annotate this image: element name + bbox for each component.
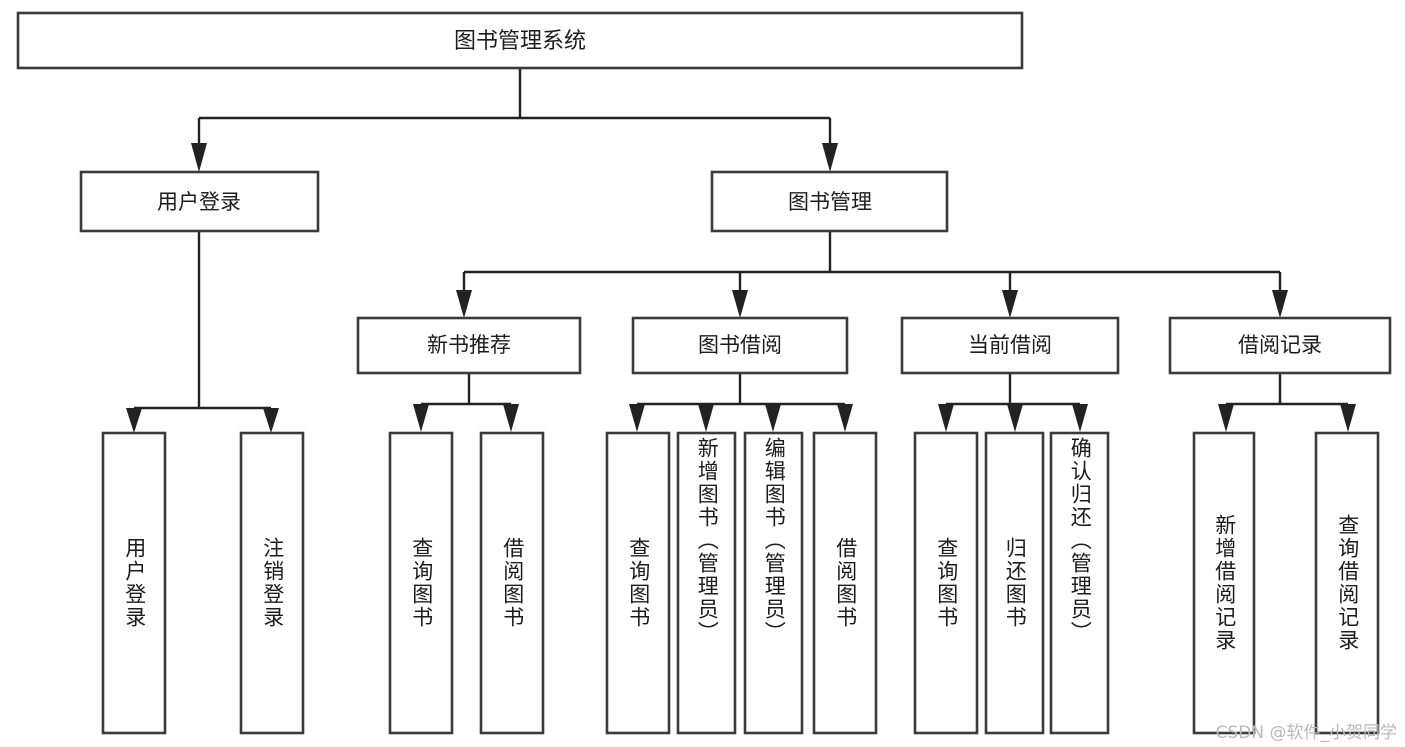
leaf-box-cb-query-book[interactable] <box>913 431 979 735</box>
leaf-boxes-group <box>101 431 1380 735</box>
node-book-borrow-box[interactable] <box>631 316 849 375</box>
node-book-borrow-label: 图书借阅 <box>698 333 782 357</box>
arrow-head-cb-leaf-1 <box>938 404 954 432</box>
node-borrow-record[interactable]: 借阅记录 <box>1168 316 1392 375</box>
arrow-head-bb-leaf-3 <box>765 404 781 432</box>
leaf-box-bb-add-book-admin[interactable] <box>676 431 737 735</box>
node-book-management-box[interactable] <box>710 170 949 233</box>
arrow-head-br-leaf-1 <box>1218 404 1234 432</box>
leaf-box-br-add-record[interactable] <box>1192 431 1256 735</box>
arrow-head-borrow-record <box>1272 290 1288 318</box>
edge-group-book-borrow <box>629 373 853 432</box>
leaf-box-br-query-record[interactable] <box>1314 431 1380 735</box>
arrow-head-new-book <box>456 290 472 318</box>
leaf-box-user-login[interactable] <box>101 431 167 735</box>
edge-group-user-login <box>126 231 279 433</box>
arrow-head-cb-leaf-3 <box>1072 404 1088 432</box>
node-new-book-recommend[interactable]: 新书推荐 <box>356 316 582 375</box>
arrow-head-book-mgmt <box>822 143 838 172</box>
edge-group-borrow-record <box>1218 373 1356 432</box>
node-root-book-management-system[interactable]: 图书管理系统 <box>16 11 1024 70</box>
edge-group-book-mgmt <box>456 231 1288 318</box>
arrow-head-bb-leaf-4 <box>837 404 853 432</box>
arrow-head-bb-leaf-1 <box>629 404 645 432</box>
node-user-login-label: 用户登录 <box>157 190 241 214</box>
node-user-login[interactable]: 用户登录 <box>79 170 320 233</box>
node-new-book-recommend-label: 新书推荐 <box>427 333 511 357</box>
arrow-head-book-borrow <box>732 290 748 318</box>
edge-group-root <box>191 68 838 172</box>
arrow-head-leaf-user-login <box>126 408 142 433</box>
leaf-box-bb-borrow-book[interactable] <box>812 431 878 735</box>
edge-group-current-borrow <box>938 373 1088 432</box>
node-book-management-label: 图书管理 <box>788 190 872 214</box>
arrow-head-leaf-logout <box>263 408 279 433</box>
node-borrow-record-label: 借阅记录 <box>1238 333 1322 357</box>
watermark-text: CSDN @软件_小贺同学 <box>1215 723 1397 743</box>
leaf-box-cb-return-book[interactable] <box>984 431 1045 735</box>
node-current-borrow-box[interactable] <box>900 316 1120 375</box>
arrow-head-nb-leaf-2 <box>503 404 519 432</box>
arrow-head-br-leaf-2 <box>1340 404 1356 432</box>
node-current-borrow-label: 当前借阅 <box>968 333 1052 357</box>
leaf-box-bb-edit-book-admin[interactable] <box>743 431 804 735</box>
arrow-head-nb-leaf-1 <box>413 404 429 432</box>
node-current-borrow[interactable]: 当前借阅 <box>900 316 1120 375</box>
leaf-box-nb-query-book[interactable] <box>388 431 454 735</box>
node-borrow-record-box[interactable] <box>1168 316 1392 375</box>
node-new-book-recommend-box[interactable] <box>356 316 582 375</box>
node-book-borrow[interactable]: 图书借阅 <box>631 316 849 375</box>
node-book-management[interactable]: 图书管理 <box>710 170 949 233</box>
arrow-head-bb-leaf-2 <box>698 404 714 432</box>
edge-group-new-book <box>413 373 519 432</box>
node-root-label: 图书管理系统 <box>454 29 586 54</box>
leaf-box-bb-query-book[interactable] <box>605 431 671 735</box>
arrow-head-cb-leaf-2 <box>1007 404 1023 432</box>
arrow-head-user-login <box>191 143 207 172</box>
node-user-login-box[interactable] <box>79 170 320 233</box>
leaf-box-cb-confirm-return-admin[interactable] <box>1049 431 1110 735</box>
leaf-box-nb-borrow-book[interactable] <box>479 431 545 735</box>
node-root-box[interactable] <box>16 11 1024 70</box>
leaf-box-logout[interactable] <box>239 431 305 735</box>
arrow-head-current-borrow <box>1002 290 1018 318</box>
